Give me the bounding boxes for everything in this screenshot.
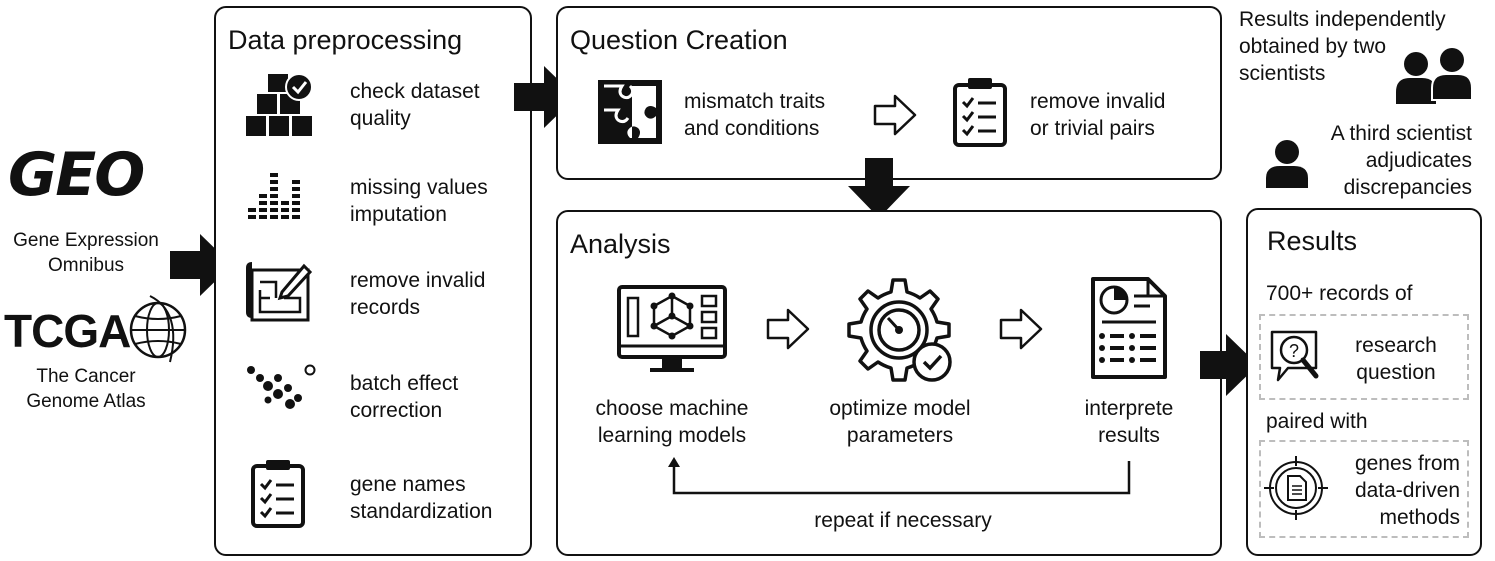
- results-title: Results: [1267, 226, 1358, 256]
- two-people-icon: [1396, 48, 1473, 104]
- analysis-loop-label: repeat if necessary: [814, 509, 992, 532]
- research-question-card: [1259, 314, 1469, 400]
- preprocessing-step-5: gene names standardization: [350, 473, 493, 523]
- analysis-title: Analysis: [570, 229, 671, 259]
- tcga-label: The Cancer Genome Atlas: [26, 366, 146, 412]
- arrow-outline-right: [999, 308, 1043, 350]
- scatter-dots-icon: [247, 364, 316, 409]
- analysis-panel: [556, 210, 1222, 556]
- monitor-model-icon: [617, 285, 727, 372]
- svg-text:?: ?: [1289, 341, 1299, 361]
- review-two-scientists: Results independently obtained by two sc…: [1239, 8, 1446, 85]
- arrow-analysis-to-results: [1200, 334, 1258, 396]
- tcga-logo: TCGA: [4, 305, 131, 357]
- preprocessing-step-4: batch effect correction: [350, 372, 459, 422]
- results-panel: [1246, 208, 1482, 556]
- analysis-step-3: interprete results: [1084, 397, 1174, 447]
- question-creation-title: Question Creation: [570, 25, 788, 55]
- arrow-sources-to-preprocessing: [170, 234, 232, 296]
- person-icon: [1266, 140, 1308, 188]
- checklist-icon: [953, 78, 1007, 147]
- genes-label: genes from data-driven methods: [1354, 452, 1460, 529]
- results-records-label: 700+ records of: [1266, 282, 1413, 305]
- arrow-question-to-analysis: [848, 158, 910, 218]
- question-step-2: remove invalid or trivial pairs: [1030, 90, 1166, 140]
- question-creation-panel: [556, 6, 1222, 180]
- puzzle-icon: [598, 80, 662, 144]
- question-magnifier-icon: ?: [1270, 330, 1319, 382]
- bar-dots-icon: [248, 173, 300, 219]
- repeat-loop-arrow: [668, 457, 1131, 495]
- question-step-1: mismatch traits and conditions: [684, 90, 826, 140]
- results-paired-with: paired with: [1266, 410, 1368, 433]
- preprocessing-step-2: missing values imputation: [350, 176, 488, 226]
- clipboard-checklist-icon: [251, 460, 305, 528]
- gear-gauge-icon: [847, 278, 952, 382]
- blueprint-edit-icon: [246, 262, 313, 322]
- review-third-scientist: A third scientist adjudicates discrepanc…: [1330, 122, 1472, 199]
- boxes-check-icon: [246, 73, 313, 136]
- geo-label: Gene Expression Omnibus: [13, 230, 159, 276]
- globe-icon: [129, 295, 187, 363]
- arrow-outline-right: [766, 308, 810, 350]
- arrow-outline-right: [873, 94, 917, 136]
- preprocessing-title: Data preprocessing: [228, 25, 463, 55]
- analysis-step-2: optimize model parameters: [829, 397, 971, 447]
- analysis-step-1: choose machine learning models: [595, 397, 749, 447]
- preprocessing-step-3: remove invalid records: [350, 269, 486, 319]
- target-document-icon: [1264, 456, 1328, 520]
- genes-card: [1259, 440, 1469, 538]
- report-icon: [1091, 277, 1167, 379]
- research-question-label: research question: [1355, 334, 1437, 384]
- preprocessing-step-1: check dataset quality: [350, 80, 480, 130]
- arrow-preprocessing-to-question: [514, 66, 576, 128]
- geo-logo: GEO: [8, 140, 145, 210]
